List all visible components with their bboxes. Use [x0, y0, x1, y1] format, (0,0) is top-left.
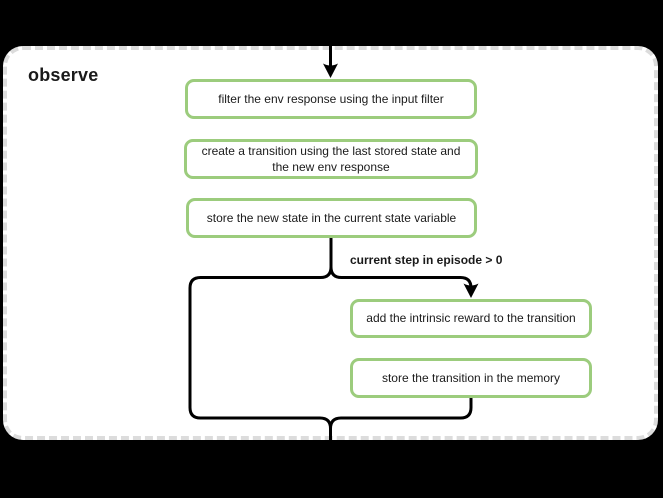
node-label: add the intrinsic reward to the transiti… — [366, 311, 576, 326]
node-add-intrinsic-reward: add the intrinsic reward to the transiti… — [350, 299, 592, 338]
node-label: filter the env response using the input … — [218, 91, 444, 106]
node-label: store the transition in the memory — [381, 370, 561, 385]
node-label: create a transition using the last store… — [201, 143, 461, 174]
node-label: store the new state in the current state… — [206, 210, 457, 225]
subgraph-title: observe — [28, 65, 99, 85]
node-filter-env-response: filter the env response using the input … — [185, 79, 477, 119]
edge-condition-label: current step in episode > 0 — [350, 253, 503, 267]
node-store-new-state: store the new state in the current state… — [186, 198, 477, 238]
node-store-transition-memory: store the transition in the memory — [350, 358, 592, 398]
node-create-transition: create a transition using the last store… — [184, 139, 478, 179]
